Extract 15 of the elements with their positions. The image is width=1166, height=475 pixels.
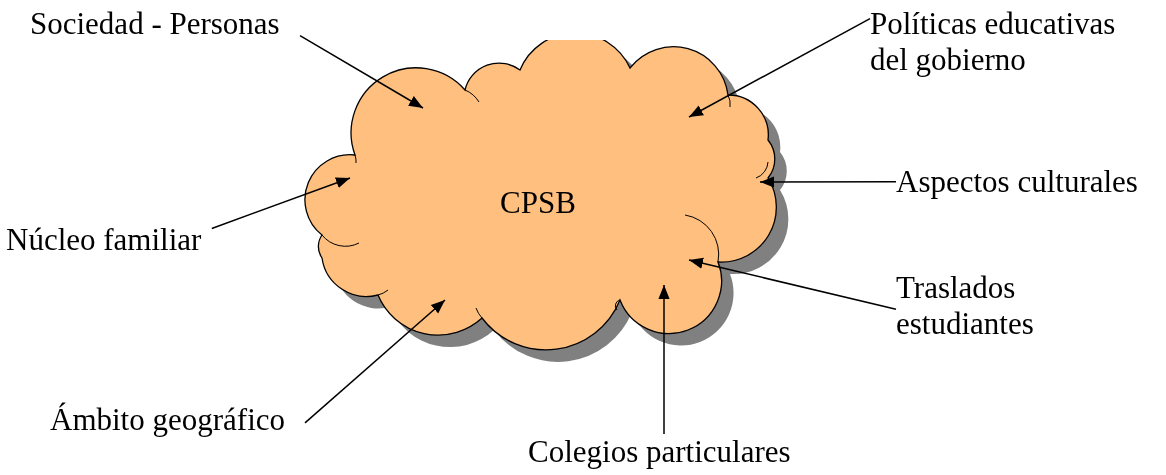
arrow [759,176,897,188]
arrow [304,299,446,424]
factor-label: Ámbito geográfico [50,402,286,438]
factor-label: Aspectos culturales [896,164,1139,200]
factor-label: Políticas educativas del gobierno [870,6,1117,78]
arrow [688,17,871,118]
arrow [211,177,351,230]
factor-label: Sociedad - Personas [30,6,281,42]
factor-label: Núcleo familiar [6,222,203,258]
arrow [658,284,670,435]
cloud-label: CPSB [500,185,576,221]
factor-label: Traslados estudiantes [896,270,1035,342]
arrow [688,257,897,310]
factor-label: Colegios particulares [528,434,792,470]
arrow [299,34,424,109]
